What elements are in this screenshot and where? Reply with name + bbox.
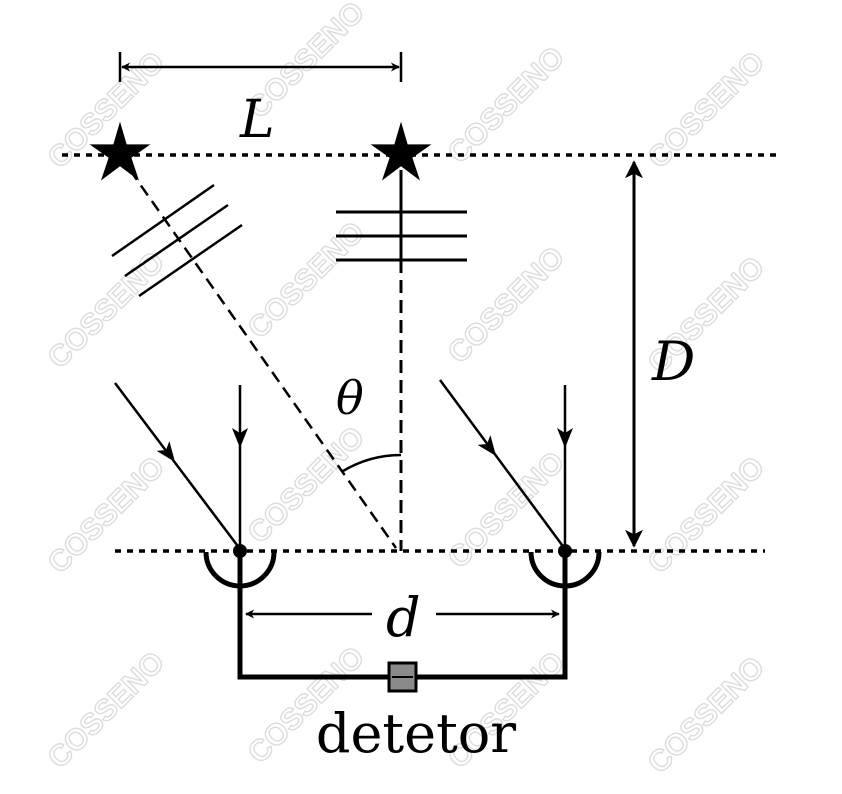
oblique-wavefront [138, 223, 243, 298]
watermark-logo: COSSENO [41, 645, 172, 776]
oblique-ray-dashed [128, 169, 398, 549]
star-icon [89, 121, 151, 181]
right-dish-focus [558, 544, 572, 558]
distance-label: D [651, 330, 695, 393]
watermark-logo: COSSENO [641, 450, 772, 581]
incoming-oblique-ray-right [438, 379, 567, 550]
arrowhead-icon [557, 428, 573, 448]
angle-label: θ [336, 371, 364, 425]
oblique-wavefront [124, 203, 229, 278]
arrowhead-icon [477, 435, 497, 456]
watermark-text: COSSENO [642, 651, 771, 780]
oblique-wavefront [111, 183, 215, 258]
watermark-text: COSSENO [442, 41, 571, 170]
angle-arc [342, 453, 402, 473]
watermark-logo: COSSENO [641, 650, 772, 781]
detector-label: detetor [316, 702, 516, 765]
watermark-logo: COSSENO [441, 40, 572, 171]
watermark-logo: COSSENO [41, 450, 172, 581]
arrowhead-icon [232, 428, 248, 448]
watermark-text: COSSENO [42, 646, 171, 775]
watermark-logo: COSSENO [41, 245, 172, 376]
watermark-text: COSSENO [42, 246, 171, 375]
separation-label: L [239, 90, 275, 150]
watermark-text: COSSENO [442, 446, 571, 575]
watermark-logo: COSSENO [441, 445, 572, 576]
watermark-text: COSSENO [642, 451, 771, 580]
baseline-label: d [386, 586, 421, 649]
left-dish-focus [233, 544, 247, 558]
watermark-text: COSSENO [42, 451, 171, 580]
arrowhead-icon [156, 441, 176, 462]
star-icon [370, 121, 432, 181]
incoming-oblique-ray-left [114, 382, 241, 550]
